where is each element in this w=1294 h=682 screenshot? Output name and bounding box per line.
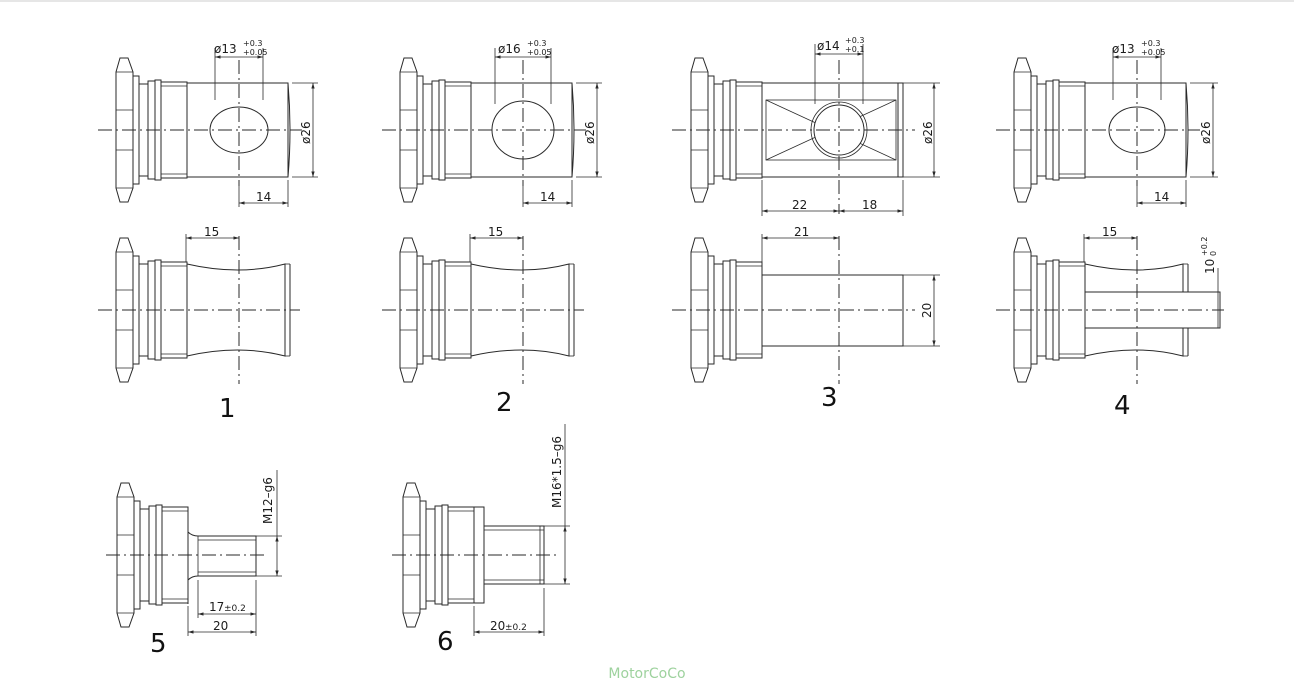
item-2-label: 2: [496, 388, 513, 418]
item-5-thread: M12–g6: [261, 477, 275, 524]
item-1-side-view: 15 1: [98, 225, 300, 424]
item-3-hole-tol-upper: +0.3: [845, 36, 864, 45]
item-4-offset: 14: [1154, 190, 1169, 204]
item-2-shaft-dia: ø26: [583, 121, 597, 144]
item-1-hole-tol-lower: +0.05: [243, 48, 268, 57]
item-4-hole-tol-lower: +0.05: [1141, 48, 1166, 57]
item-4-slot-tol-upper: +0.2: [1200, 237, 1209, 256]
item-4-side-view: 15 10 +0.2 0 4: [996, 225, 1224, 421]
item-1-top-view: ø13 +0.3 +0.05 ø26 14: [98, 39, 318, 207]
item-2-hole-tol-upper: +0.3: [527, 39, 546, 48]
item-3-flat: 21: [794, 225, 809, 239]
item-5-thread-len: 17: [209, 600, 224, 614]
item-3-hole-tol-lower: +0.1: [845, 45, 864, 54]
item-1-offset: 14: [256, 190, 271, 204]
item-4-flat: 15: [1102, 225, 1117, 239]
item-3-right-len: 18: [862, 198, 877, 212]
item-5-thread-len-tol: ±0.2: [224, 604, 246, 614]
item-1-flat: 15: [204, 225, 219, 239]
item-2-offset: 14: [540, 190, 555, 204]
item-1-label: 1: [219, 394, 236, 424]
item-1-hole-dia: ø13: [214, 42, 237, 56]
item-2-top-view: ø16 +0.3 +0.05 ø26 14: [382, 39, 602, 207]
top-border: [0, 0, 1294, 2]
item-1-hole-tol-upper: +0.3: [243, 39, 262, 48]
item-1-shaft-dia: ø26: [299, 121, 313, 144]
item-4-label: 4: [1114, 391, 1131, 421]
item-6-thread: M16*1.5–g6: [550, 436, 564, 508]
item-4-hole-dia: ø13: [1112, 42, 1135, 56]
item-6-label: 6: [437, 627, 454, 657]
item-6-length-tol: ±0.2: [505, 623, 527, 633]
item-4-top-view: ø13 +0.3 +0.05 ø26 14: [996, 39, 1218, 207]
item-3-top-view: ø14 +0.3 +0.1 ø26 22 18: [672, 36, 940, 216]
item-3-hole-dia: ø14: [817, 39, 840, 53]
item-3-shaft-dia: ø26: [921, 121, 935, 144]
item-2-hole-tol-lower: +0.05: [527, 48, 552, 57]
item-2-side-view: 15 2: [382, 225, 584, 418]
item-5-label: 5: [150, 629, 167, 659]
item-6-view: M16*1.5–g6 20 ±0.2 6: [392, 424, 570, 657]
item-3-left-len: 22: [792, 198, 807, 212]
item-3-side-view: 21 20 3: [672, 225, 940, 413]
item-5-length: 20: [213, 619, 228, 633]
item-2-hole-dia: ø16: [498, 42, 521, 56]
item-2-flat: 15: [488, 225, 503, 239]
item-4-slot: 10: [1203, 259, 1217, 274]
item-3-label: 3: [821, 383, 838, 413]
watermark: MotorCoCo: [608, 666, 685, 682]
item-4-slot-tol-lower: 0: [1209, 251, 1218, 256]
item-4-shaft-dia: ø26: [1199, 121, 1213, 144]
item-3-height: 20: [920, 303, 934, 318]
item-4-hole-tol-upper: +0.3: [1141, 39, 1160, 48]
item-6-length: 20: [490, 619, 505, 633]
item-5-view: M12–g6 17 ±0.2 20 5: [106, 470, 282, 659]
